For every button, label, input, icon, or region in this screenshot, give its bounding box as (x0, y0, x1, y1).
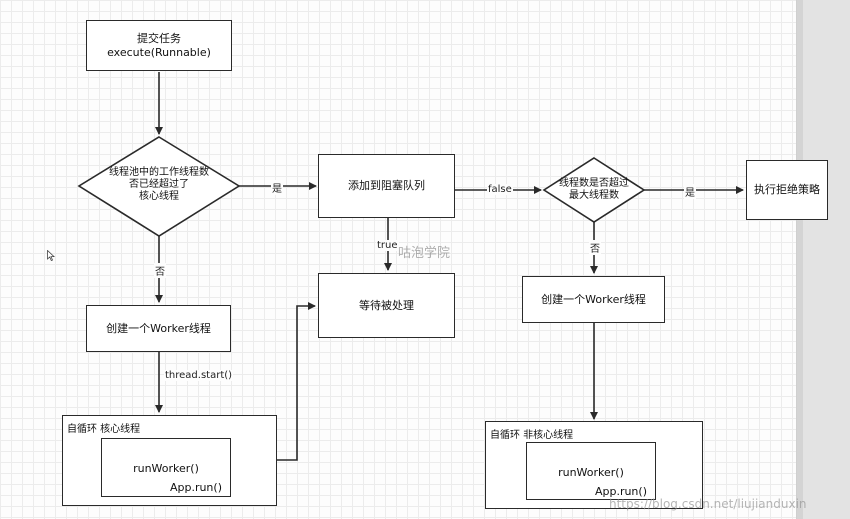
core-yes-label: 是 (271, 180, 283, 195)
submit-task-node: 提交任务 execute(Runnable) (86, 20, 232, 71)
center-watermark: 咕泡学院 (398, 246, 451, 261)
url-watermark: https://blog.csdn.net/liujianduxin (609, 497, 807, 511)
queue-true-label: true (376, 240, 399, 251)
noncore-run-worker-text: runWorker() (558, 466, 624, 479)
noncore-loop-container: 自循环 非核心线程 runWorker() App.run() (485, 421, 703, 509)
side-panel (796, 0, 850, 519)
core-check-text: 线程池中的工作线程数 否已经超过了 核心线程 (109, 167, 209, 202)
wait-node: 等待被处理 (318, 273, 455, 338)
core-app-run-text: App.run() (169, 481, 222, 494)
max-check-text: 线程数是否超过 最大线程数 (559, 178, 629, 201)
core-no-label: 否 (154, 263, 166, 278)
queue-false-label: false (487, 184, 513, 195)
max-yes-label: 是 (684, 184, 696, 199)
side-panel-strip (797, 0, 803, 519)
add-queue-node: 添加到阻塞队列 (318, 154, 455, 218)
connector-layer (77, 72, 744, 461)
create-core-worker-node: 创建一个Worker线程 (86, 305, 231, 352)
mouse-cursor-icon (47, 250, 55, 261)
thread-start-label: thread.start() (164, 370, 234, 381)
core-run-worker-text: runWorker() (133, 462, 199, 475)
edge-core-loop-to-wait (277, 302, 316, 461)
noncore-run-worker-box: runWorker() App.run() (526, 442, 656, 500)
noncore-app-run-text: App.run() (594, 485, 647, 498)
max-no-label: 否 (589, 240, 601, 255)
core-loop-container: 自循环 核心线程 runWorker() App.run() (62, 415, 277, 506)
noncore-loop-label: 自循环 非核心线程 (490, 430, 574, 441)
reject-policy-node: 执行拒绝策略 (746, 160, 828, 220)
core-run-worker-box: runWorker() App.run() (101, 438, 231, 497)
create-worker-node: 创建一个Worker线程 (522, 276, 665, 323)
core-loop-label: 自循环 核心线程 (67, 424, 141, 435)
